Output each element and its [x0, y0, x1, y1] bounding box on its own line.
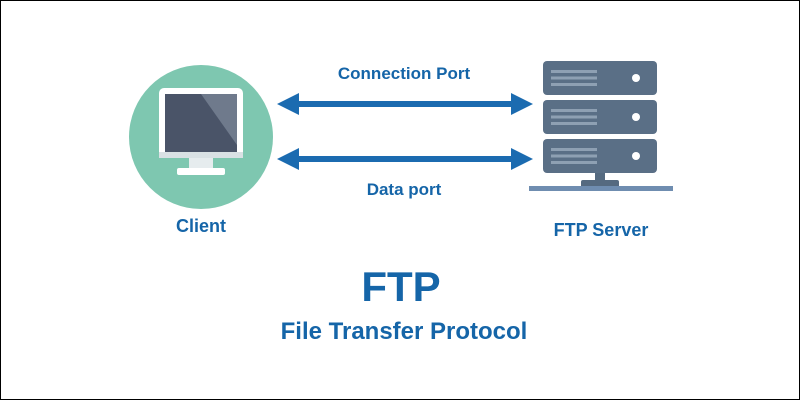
connection-port-arrow — [277, 93, 533, 115]
server-unit-middle — [543, 100, 657, 134]
data-port-label: Data port — [366, 180, 442, 199]
page-title: FTP — [361, 263, 441, 310]
ftp-server-label: FTP Server — [553, 220, 649, 240]
connection-arrows — [277, 93, 533, 170]
server-unit-bottom — [543, 139, 657, 173]
ftp-server-icon — [529, 61, 673, 191]
server-unit-top — [543, 61, 657, 95]
page-subtitle: File Transfer Protocol — [280, 318, 528, 345]
client-monitor-icon — [129, 65, 273, 209]
client-label: Client — [175, 216, 226, 236]
data-port-arrow — [277, 148, 533, 170]
connection-port-label: Connection Port — [337, 64, 471, 83]
